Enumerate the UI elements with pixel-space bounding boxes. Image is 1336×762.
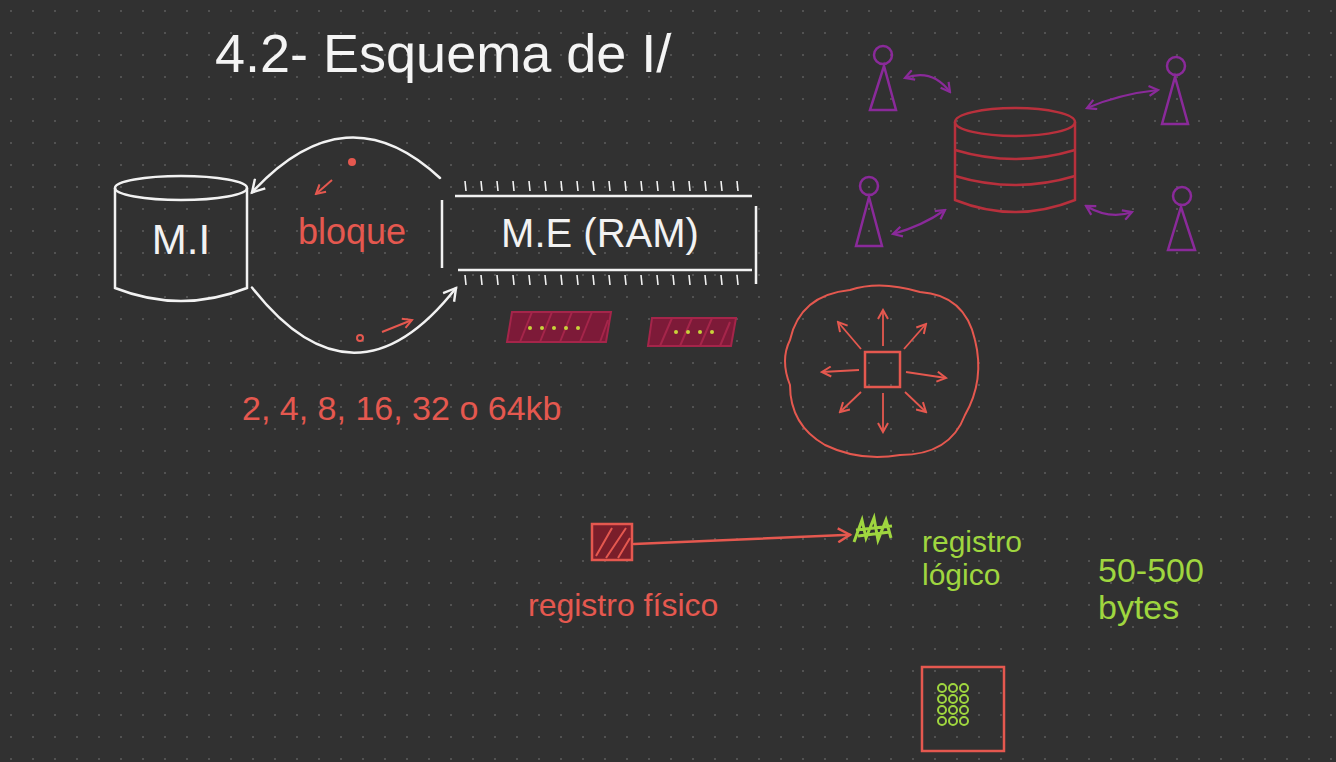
outward-arrow — [822, 310, 946, 432]
block-label: bloque — [298, 212, 406, 252]
node-outline — [590, 522, 634, 562]
user-figure — [856, 177, 882, 246]
database-cylinder — [955, 108, 1075, 212]
user-figure — [1168, 187, 1195, 250]
red-square — [865, 352, 900, 387]
memory-block — [648, 318, 736, 346]
user-db-arrow — [893, 75, 1158, 234]
size-list: 2, 4, 8, 16, 32 o 64kb — [242, 390, 561, 427]
logical-record: registro lógico — [850, 512, 896, 550]
memory-block — [507, 312, 611, 342]
storage-cylinder: M.I — [110, 172, 252, 308]
node-label: registro físico — [528, 588, 718, 623]
red-small-arrow — [316, 180, 332, 194]
red-dot — [348, 158, 356, 166]
title: 4.2- Esquema de I/ — [215, 24, 671, 83]
user-figure — [870, 46, 896, 110]
connector — [634, 535, 850, 544]
node-label: registro lógico — [922, 525, 1092, 591]
size-note: 50-500 bytes — [1098, 552, 1273, 627]
node-label: M.I — [152, 217, 210, 263]
node-outline — [850, 512, 896, 550]
connector — [252, 137, 440, 192]
red-blob — [785, 285, 978, 457]
connector — [252, 288, 456, 353]
record-block — [922, 667, 1004, 751]
red-dot — [357, 335, 363, 341]
node-label: M.E (RAM) — [501, 211, 699, 255]
user-figure — [1162, 57, 1188, 124]
physical-record: registro físico — [590, 522, 634, 562]
ram-box: M.E (RAM) — [440, 178, 760, 288]
red-small-arrow — [382, 320, 412, 332]
